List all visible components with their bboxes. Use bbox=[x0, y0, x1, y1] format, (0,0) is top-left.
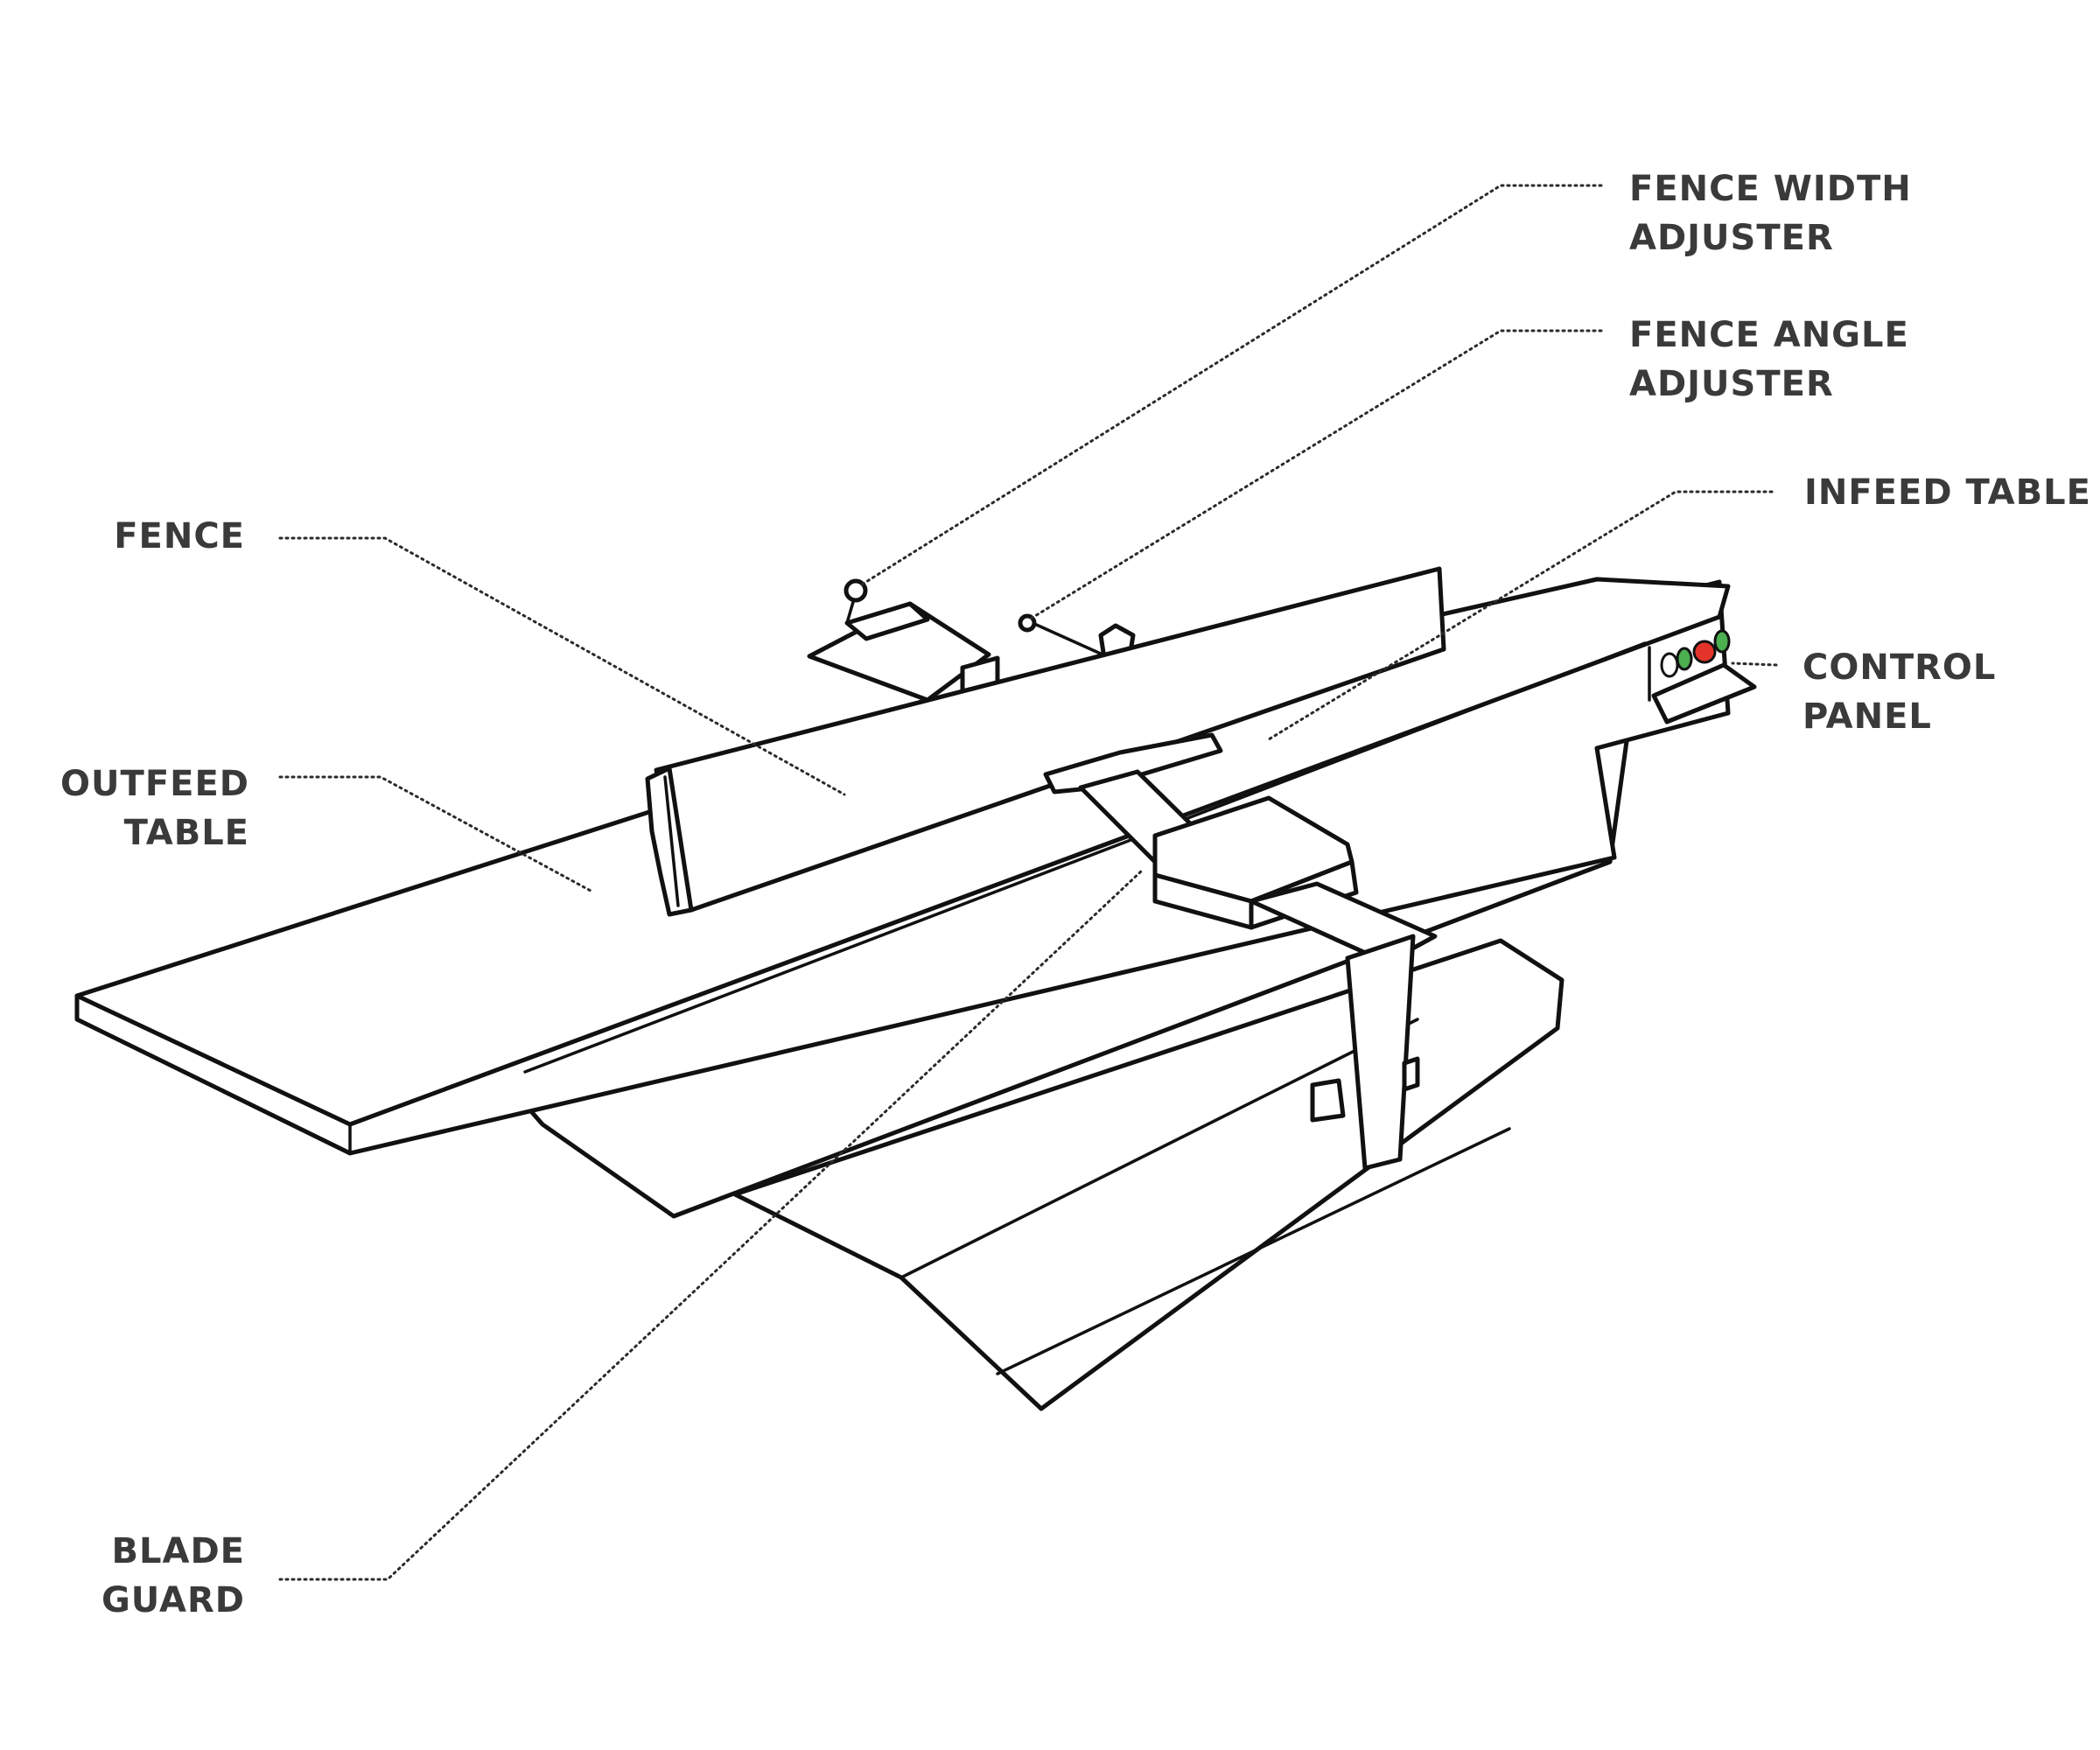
start-button bbox=[1676, 647, 1693, 671]
fence-end-cap bbox=[645, 766, 694, 917]
label-fence-angle-adjuster: FENCE ANGLE ADJUSTER bbox=[1629, 311, 1909, 409]
leader-infeed-table bbox=[1267, 490, 1774, 741]
label-line: FENCE ANGLE bbox=[1629, 315, 1909, 355]
label-fence: FENCE bbox=[114, 512, 245, 561]
label-line: FENCE WIDTH bbox=[1629, 169, 1912, 209]
leader-fence-angle-adjuster bbox=[1029, 329, 1603, 620]
label-line: BLADE bbox=[111, 1531, 245, 1572]
fence-width-adjuster-knob bbox=[844, 578, 868, 625]
label-line: ADJUSTER bbox=[1629, 364, 1834, 404]
label-infeed-table: INFEED TABLE bbox=[1804, 468, 2091, 517]
leader-blade-guard bbox=[278, 869, 1144, 1581]
label-line: INFEED TABLE bbox=[1804, 472, 2091, 513]
label-line: CONTROL bbox=[1802, 648, 1997, 688]
label-line: FENCE bbox=[114, 516, 245, 556]
leader-fence bbox=[278, 536, 846, 796]
fence-bracket bbox=[807, 601, 1000, 703]
label-line: OUTFEED bbox=[60, 764, 249, 804]
leader-fence-width-adjuster bbox=[860, 184, 1603, 586]
label-fence-width-adjuster: FENCE WIDTH ADJUSTER bbox=[1629, 164, 1912, 262]
stop-button bbox=[1692, 640, 1717, 664]
label-outfeed-table: OUTFEED TABLE bbox=[60, 760, 249, 858]
label-line: PANEL bbox=[1802, 696, 1932, 737]
label-line: GUARD bbox=[101, 1580, 245, 1620]
control-panel bbox=[1660, 629, 1731, 678]
label-line: TABLE bbox=[123, 813, 249, 853]
label-line: ADJUSTER bbox=[1629, 218, 1834, 258]
control-button-right bbox=[1713, 629, 1731, 654]
leader-lines bbox=[278, 184, 1778, 1581]
leader-outfeed-table bbox=[278, 775, 592, 892]
leader-control-panel bbox=[1731, 662, 1778, 667]
control-button-left bbox=[1660, 652, 1679, 678]
blade-guard-assembly bbox=[1043, 732, 1438, 1171]
fence-assembly bbox=[645, 566, 1446, 917]
label-blade-guard: BLADE GUARD bbox=[102, 1527, 245, 1625]
label-control-panel: CONTROL PANEL bbox=[1802, 643, 1996, 741]
